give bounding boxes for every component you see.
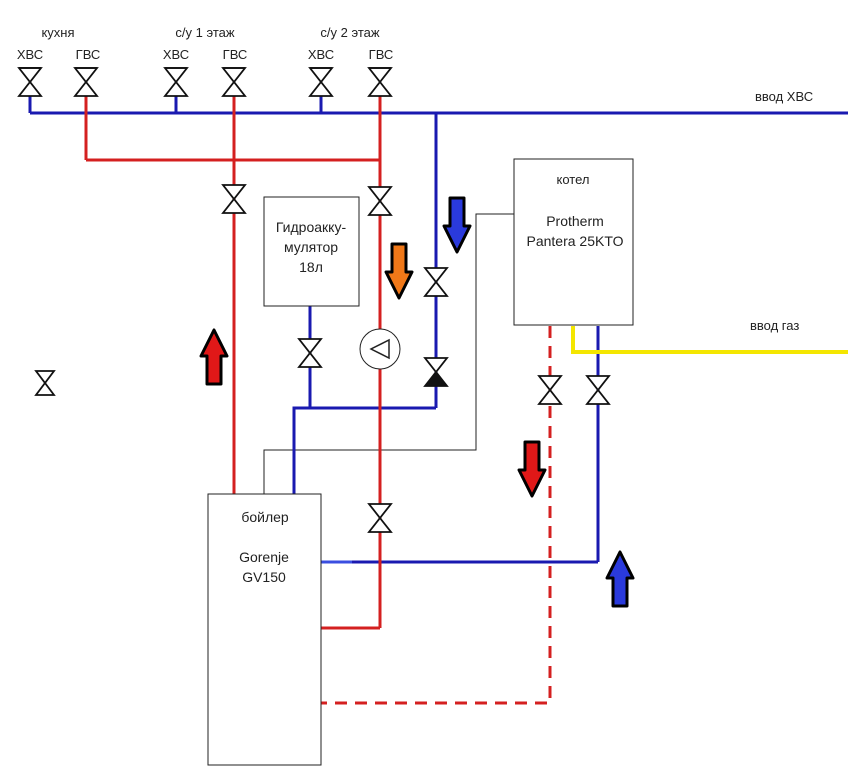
- gate-valve-icon: [367, 67, 393, 97]
- control-lines: [263, 213, 514, 494]
- gate-valve-icon: [308, 67, 334, 97]
- accumulator-label-2: мулятор: [284, 239, 338, 255]
- arrow-up-hot-icon: [199, 328, 229, 386]
- group-title-floor1: с/у 1 этаж: [175, 25, 234, 40]
- boiler-flow-dashed: [321, 326, 552, 705]
- gate-valve-icon: [163, 67, 189, 97]
- flow-arrows: [199, 196, 635, 608]
- arrow-down-hot-icon: [517, 440, 547, 498]
- accumulator-box: [263, 196, 360, 307]
- gas-boiler-model-2: Pantera 25KTO: [526, 233, 623, 249]
- gas-boiler-title: котел: [557, 172, 590, 187]
- gate-valve-icon: [34, 370, 56, 396]
- water-heater-title: бойлер: [241, 509, 289, 525]
- label-hot-kitchen: ГВС: [76, 47, 101, 62]
- gas-boiler-box: [513, 158, 634, 326]
- gate-valve-icon: [367, 186, 393, 216]
- labels: кухня с/у 1 этаж с/у 2 этаж ХВС ГВС ХВС …: [17, 25, 813, 585]
- accumulator-label-1: Гидроакку-: [276, 219, 347, 235]
- control-line-boiler-to-heater: [263, 213, 514, 494]
- gate-valve-icon: [585, 375, 611, 405]
- group-title-floor2: с/у 2 этаж: [320, 25, 379, 40]
- cold-water-pipes: [28, 96, 848, 564]
- label-hot-floor2: ГВС: [369, 47, 394, 62]
- check-valve-icon: [423, 357, 449, 387]
- valves: [17, 67, 611, 533]
- label-cold-kitchen: ХВС: [17, 47, 43, 62]
- arrow-down-cold-icon: [442, 196, 472, 254]
- inlet-gas-label: ввод газ: [750, 318, 799, 333]
- label-cold-floor2: ХВС: [308, 47, 334, 62]
- water-heater-model-2: GV150: [242, 569, 286, 585]
- label-hot-floor1: ГВС: [223, 47, 248, 62]
- cold-feed-heater: [292, 406, 436, 494]
- group-title-kitchen: кухня: [41, 25, 74, 40]
- gate-valve-icon: [73, 67, 99, 97]
- gate-valve-icon: [221, 67, 247, 97]
- gate-valve-icon: [367, 503, 393, 533]
- gas-pipe: [571, 326, 848, 354]
- gate-valve-icon: [423, 267, 449, 297]
- gate-valve-icon: [17, 67, 43, 97]
- circulation-pump-icon: [359, 328, 401, 370]
- accumulator-label-3: 18л: [299, 259, 323, 275]
- gate-valve-icon: [297, 338, 323, 368]
- gate-valve-icon: [537, 375, 563, 405]
- inlet-cold-label: ввод ХВС: [755, 89, 813, 104]
- gate-valve-icon: [221, 184, 247, 214]
- arrow-down-pump-icon: [384, 242, 414, 300]
- label-cold-floor1: ХВС: [163, 47, 189, 62]
- water-heater-box: [207, 493, 322, 766]
- water-heater-model-1: Gorenje: [239, 549, 289, 565]
- arrow-up-cold-icon: [605, 550, 635, 608]
- gas-boiler-model-1: Protherm: [546, 213, 604, 229]
